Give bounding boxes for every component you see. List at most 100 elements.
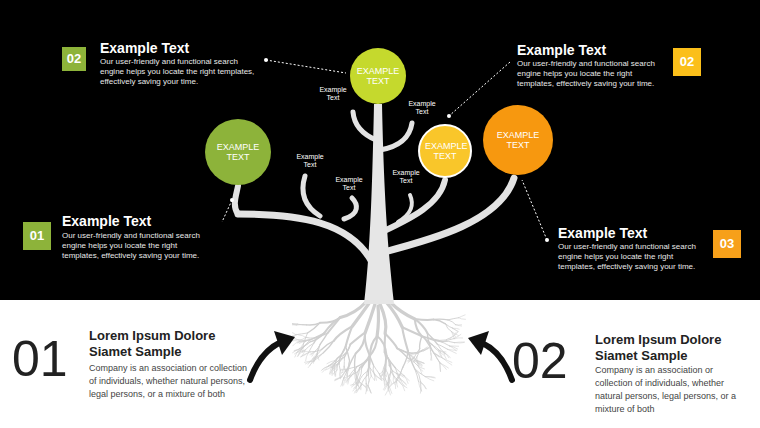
root [427, 333, 430, 345]
callout-number: 02 [67, 52, 81, 67]
root [365, 304, 375, 332]
root [403, 351, 408, 368]
root [308, 359, 314, 364]
root [292, 340, 299, 342]
number-badge: 02 [673, 48, 701, 76]
branch [238, 214, 372, 262]
root [322, 366, 328, 370]
root [414, 357, 417, 362]
root [425, 377, 435, 378]
root [307, 323, 320, 325]
root [456, 325, 462, 326]
root [439, 363, 441, 371]
root [432, 345, 440, 351]
root [350, 332, 365, 344]
root [402, 327, 408, 351]
root [361, 374, 368, 385]
section-heading: Lorem Ipsum Dolore Siamet Sample [89, 328, 259, 359]
root [455, 342, 465, 343]
leader-dot [447, 114, 451, 118]
section-heading: Lorem Ipsum Dolore Siamet Sample [595, 332, 755, 363]
root [440, 351, 446, 354]
root [375, 375, 380, 379]
root [292, 324, 296, 325]
root [296, 333, 307, 335]
root [344, 357, 345, 366]
root [308, 323, 320, 333]
root [293, 341, 300, 345]
root [314, 354, 317, 362]
circle-label: EXAMPLE TEXT [357, 66, 400, 87]
root [348, 375, 350, 384]
twig [353, 112, 376, 140]
root [385, 334, 397, 349]
root [388, 378, 389, 384]
root [356, 368, 359, 378]
circle-label: EXAMPLE TEXT [492, 130, 545, 151]
root [385, 356, 387, 370]
root [440, 351, 446, 352]
root [295, 348, 303, 351]
root [430, 354, 432, 360]
root [373, 365, 379, 374]
twig-label: Example Text [331, 176, 367, 192]
root [417, 357, 418, 364]
root [415, 369, 421, 382]
leader-line [222, 200, 232, 222]
root [327, 361, 335, 364]
root [368, 386, 371, 394]
root [349, 354, 356, 368]
root [407, 357, 414, 361]
root [459, 318, 466, 320]
root [455, 341, 465, 343]
twig-label: Example Text [315, 86, 351, 102]
root [357, 378, 358, 386]
root [453, 328, 458, 331]
root [383, 379, 385, 386]
arrow-head [468, 331, 489, 355]
root [316, 333, 328, 338]
root [335, 364, 338, 370]
root [441, 363, 449, 368]
roots [292, 302, 466, 395]
branch [382, 180, 445, 232]
root [369, 367, 375, 375]
root [317, 344, 320, 354]
root [297, 324, 306, 326]
root [390, 302, 415, 319]
root [395, 368, 400, 379]
root [335, 377, 342, 381]
root [440, 351, 442, 358]
root [395, 379, 397, 389]
root [305, 338, 315, 341]
root [381, 371, 382, 377]
root [324, 317, 340, 333]
root [292, 324, 296, 325]
root [439, 338, 451, 341]
root [385, 369, 386, 379]
root [317, 344, 320, 353]
root [357, 368, 360, 378]
root [415, 319, 422, 336]
root [335, 355, 344, 360]
root [413, 357, 417, 362]
callout-heading: Example Text [517, 43, 647, 58]
root [417, 349, 420, 357]
twig-label: Example Text [404, 100, 440, 116]
twig-label: Example Text [388, 169, 424, 185]
twig [398, 195, 412, 222]
root [389, 378, 391, 384]
root [330, 367, 333, 373]
root [292, 332, 296, 335]
root [418, 366, 423, 372]
root [385, 379, 387, 386]
twig [380, 123, 412, 150]
trunk [364, 104, 394, 304]
root [408, 351, 415, 369]
root [400, 379, 406, 385]
root [306, 353, 309, 361]
root [317, 353, 319, 360]
callout-body: Our user-friendly and functional search … [62, 231, 214, 261]
root [301, 341, 305, 347]
circle-fill [419, 125, 471, 177]
